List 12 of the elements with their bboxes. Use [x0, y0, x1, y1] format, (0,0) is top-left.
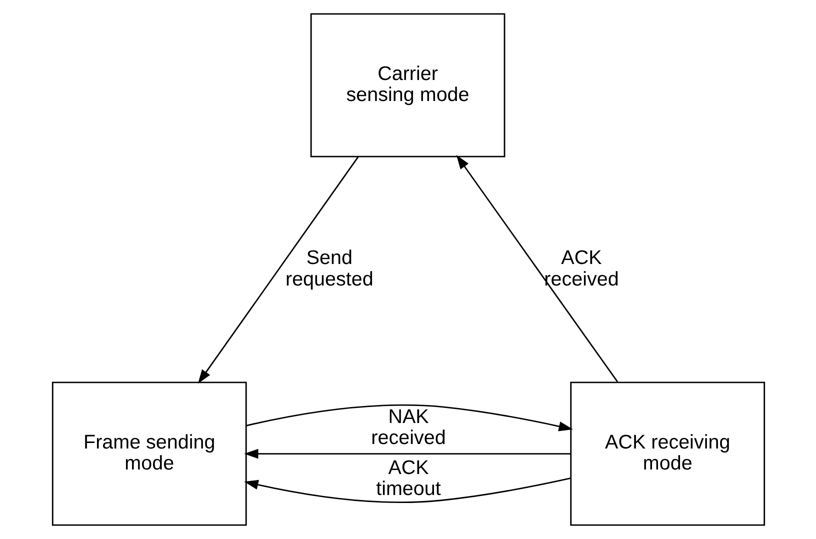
- node-box: Frame sending mode: [51, 382, 246, 526]
- edge-label: ACK received: [544, 247, 618, 290]
- edge-label: NAK received: [370, 406, 446, 450]
- node-box: Carrier sensing mode: [310, 13, 505, 158]
- arrow: [244, 448, 570, 459]
- arrow: [244, 478, 570, 503]
- arrow: [197, 156, 358, 384]
- arrow: [246, 404, 572, 432]
- edge-label: Send requested: [285, 247, 373, 290]
- edge-label: ACK timeout: [376, 456, 440, 500]
- node-box: ACK receiving mode: [570, 382, 765, 526]
- arrow: [456, 154, 618, 382]
